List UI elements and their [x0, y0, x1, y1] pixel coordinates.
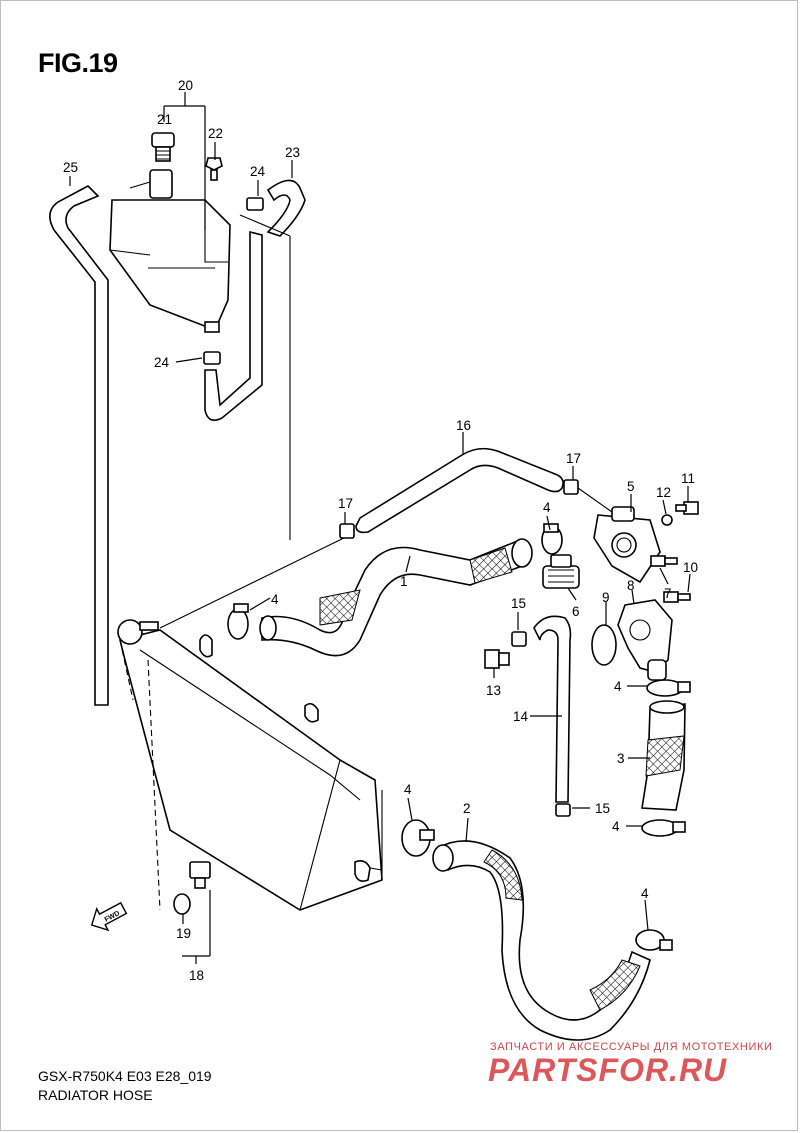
callout-6: 6	[572, 604, 580, 619]
callout-13: 13	[486, 683, 501, 698]
callout-17b: 17	[338, 496, 353, 511]
leader-lines	[69, 92, 691, 964]
callout-5: 5	[627, 479, 635, 494]
drain-bolt	[189, 861, 211, 889]
radiator	[117, 619, 383, 911]
bypass-hose	[355, 447, 564, 534]
reservoir-tank	[109, 169, 231, 333]
callout-11: 11	[681, 471, 695, 486]
overflow-hose	[49, 185, 109, 706]
hose-clamp	[401, 819, 435, 857]
callout-19: 19	[176, 926, 191, 941]
callout-4c: 4	[614, 679, 622, 694]
callout-4a: 4	[543, 500, 551, 515]
callout-24b: 24	[154, 355, 170, 370]
callout-4e: 4	[404, 782, 412, 797]
tank-drain-hose	[204, 230, 263, 421]
callout-21: 21	[157, 112, 172, 127]
hose-clamp	[541, 523, 563, 555]
callout-15b: 15	[595, 801, 610, 816]
union-fitting	[484, 649, 510, 669]
bolt	[650, 501, 699, 603]
thermostat	[542, 554, 580, 589]
hose-clamp	[203, 197, 264, 365]
o-ring	[591, 624, 617, 666]
watermark-logo: PARTSFOR.RU	[488, 1052, 728, 1088]
drain-washer	[173, 893, 191, 915]
figure-caption: RADIATOR HOSE	[38, 1087, 153, 1103]
figure-title: FIG.19	[38, 48, 118, 78]
reservoir-cap	[151, 132, 175, 162]
callout-4b: 4	[271, 592, 279, 607]
callout-8: 8	[627, 578, 635, 593]
callout-10: 10	[683, 560, 698, 575]
callout-16: 16	[456, 418, 471, 433]
breather-hose	[266, 179, 306, 237]
callout-18: 18	[189, 968, 204, 983]
hose-clamp	[646, 679, 691, 697]
fwd-arrow-icon: FWD	[90, 901, 128, 932]
callout-1: 1	[400, 574, 408, 589]
model-code: GSX-R750K4 E03 E28_019	[38, 1068, 212, 1084]
hose-clamp	[227, 603, 249, 640]
callout-2: 2	[463, 801, 471, 816]
callout-17: 17	[566, 451, 581, 466]
hose-clamp	[641, 819, 686, 837]
callout-7: 7	[664, 586, 672, 601]
hose-clamp	[339, 479, 579, 539]
callout-14: 14	[513, 709, 529, 724]
tank-bolt	[205, 157, 223, 181]
hose-clamp	[635, 929, 673, 951]
callout-labels: 20 21 22 24 23 25 24 16 17 17 4 5 12 11 …	[63, 78, 698, 983]
callout-12: 12	[656, 485, 671, 500]
washer	[661, 514, 673, 526]
callout-4d: 4	[612, 819, 620, 834]
thermostat-case	[617, 599, 673, 681]
callout-15: 15	[511, 596, 526, 611]
callout-22: 22	[208, 126, 223, 141]
callout-23: 23	[285, 145, 300, 160]
callout-25: 25	[63, 160, 78, 175]
callout-9: 9	[602, 590, 610, 605]
radiator-outlet-hose	[436, 840, 651, 1041]
callout-3: 3	[617, 751, 625, 766]
hose-clamp	[511, 631, 571, 817]
watermark-tagline: ЗАПЧАСТИ И АКСЕССУАРЫ ДЛЯ МОТОТЕХНИКИ	[490, 1041, 773, 1053]
callout-4f: 4	[641, 886, 649, 901]
callout-24: 24	[250, 164, 266, 179]
water-hose	[533, 615, 572, 803]
thermostat-housing-cover	[593, 506, 661, 584]
callout-20: 20	[178, 78, 193, 93]
